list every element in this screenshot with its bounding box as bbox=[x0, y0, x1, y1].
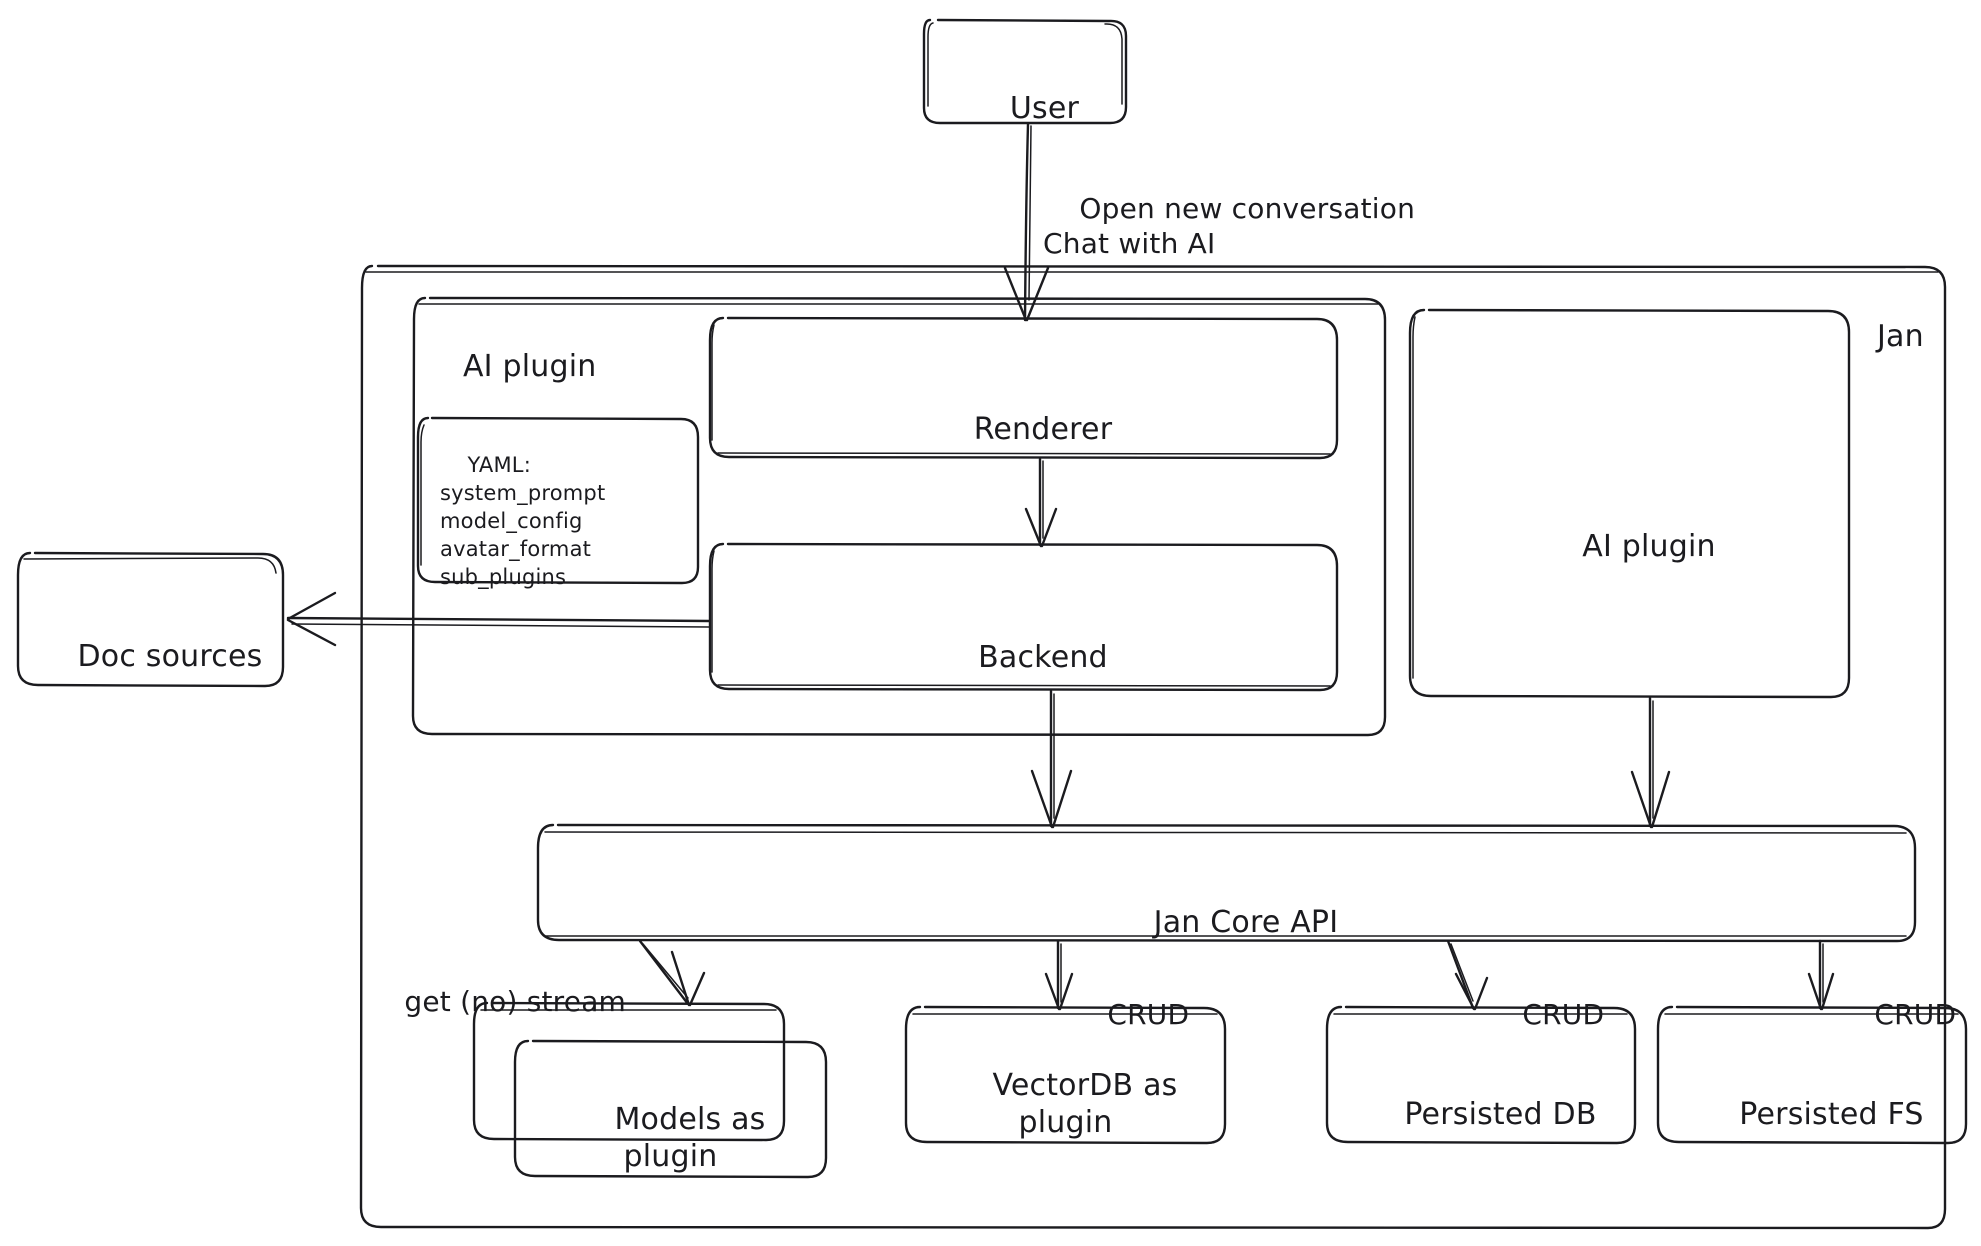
node-doc-sources[interactable]: Doc sources bbox=[18, 600, 283, 713]
arrow-ai-plugin-to-core bbox=[1630, 696, 1671, 829]
edge-label-crud-persisted-fs: CRUD bbox=[1874, 998, 1957, 1031]
yaml-config-text: YAML: system_prompt model_config avatar_… bbox=[440, 452, 606, 589]
node-backend-label: Backend bbox=[978, 639, 1108, 675]
node-doc-sources-label: Doc sources bbox=[77, 638, 263, 674]
edge-label-get-no-stream: get (no) stream bbox=[404, 985, 627, 1018]
group-jan-label: Jan bbox=[1876, 318, 1924, 354]
edge-label-crud-persisted-db: CRUD bbox=[1522, 998, 1605, 1031]
node-persisted-fs-hit[interactable] bbox=[1658, 1007, 1966, 1143]
node-renderer-hit[interactable] bbox=[710, 318, 1337, 458]
node-user[interactable]: User bbox=[924, 52, 1126, 165]
node-ai-plugin-right-hit[interactable] bbox=[1410, 310, 1849, 697]
node-jan-core-api[interactable]: Jan Core API bbox=[538, 866, 1915, 979]
node-persisted-db-hit[interactable] bbox=[1327, 1007, 1635, 1143]
node-jan-core-api-label: Jan Core API bbox=[1153, 904, 1339, 940]
node-doc-sources-hit[interactable] bbox=[18, 553, 283, 686]
node-persisted-db-label: Persisted DB bbox=[1404, 1096, 1597, 1132]
node-vectordb-as-plugin[interactable]: VectorDB as plugin bbox=[906, 1029, 1225, 1179]
node-yaml-config-hit[interactable] bbox=[418, 418, 698, 583]
node-jan-core-api-hit[interactable] bbox=[538, 825, 1915, 941]
edge-label-crud-vectordb: CRUD bbox=[1107, 998, 1190, 1031]
node-persisted-fs-label: Persisted FS bbox=[1739, 1096, 1924, 1132]
node-backend[interactable]: Backend bbox=[710, 601, 1337, 714]
node-ai-plugin-right[interactable]: AI plugin bbox=[1410, 490, 1849, 603]
node-user-hit[interactable] bbox=[924, 20, 1126, 123]
node-models-as-plugin-label: Models as plugin bbox=[614, 1101, 766, 1175]
node-persisted-db[interactable]: Persisted DB bbox=[1327, 1058, 1635, 1171]
node-persisted-fs[interactable]: Persisted FS bbox=[1658, 1058, 1966, 1171]
edge-label-user-to-renderer: Open new conversation Chat with AI bbox=[1043, 192, 1416, 260]
node-renderer[interactable]: Renderer bbox=[710, 373, 1337, 486]
node-ai-plugin-right-label: AI plugin bbox=[1582, 528, 1716, 564]
node-models-as-plugin[interactable]: Models as plugin bbox=[515, 1063, 826, 1213]
node-backend-hit[interactable] bbox=[710, 544, 1337, 690]
node-models-as-plugin-hit[interactable] bbox=[474, 1003, 826, 1177]
node-vectordb-as-plugin-label: VectorDB as plugin bbox=[992, 1067, 1178, 1141]
node-yaml-config: YAML: system_prompt model_config avatar_… bbox=[440, 424, 690, 619]
group-ai-plugin-label: AI plugin bbox=[462, 348, 597, 384]
node-user-label: User bbox=[1009, 90, 1080, 126]
node-vectordb-as-plugin-hit[interactable] bbox=[906, 1007, 1225, 1143]
node-renderer-label: Renderer bbox=[973, 411, 1113, 447]
